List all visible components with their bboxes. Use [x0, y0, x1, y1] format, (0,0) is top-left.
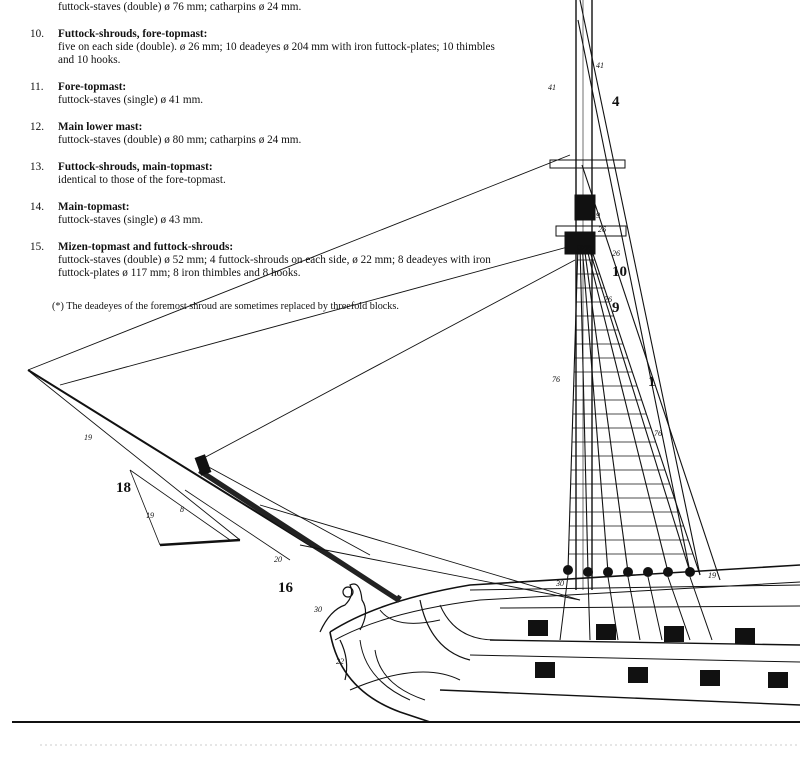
shrouds	[567, 0, 721, 581]
label-22: 22	[336, 657, 344, 666]
label-19-deck: 19	[708, 571, 716, 580]
legend-number: 11.	[30, 81, 44, 93]
legend-number: 10.	[30, 28, 44, 40]
label-4: 4	[612, 94, 620, 110]
legend-text: futtock-staves (double) ø 52 mm; 4 futto…	[58, 254, 491, 279]
legend-number: 15.	[30, 241, 44, 253]
label-30: 30	[313, 605, 322, 614]
chainplates	[559, 574, 713, 641]
label-9: 9	[612, 300, 620, 316]
legend-text: identical to those of the fore-topmast.	[58, 174, 226, 186]
legend-title: Mizen-topmast and futtock-shrouds:	[58, 241, 234, 253]
fore-mast	[549, 0, 627, 590]
label-18: 18	[116, 480, 131, 496]
label-19-jib: 19	[84, 433, 92, 442]
label-76-top: 76	[604, 295, 612, 304]
legend-text: futtock-staves (double) ø 80 mm; catharp…	[58, 134, 302, 146]
deadeyes	[563, 565, 695, 577]
legend-title: Fore-topmast:	[58, 81, 127, 93]
legend-text: five on each side (double). ø 26 mm; 10 …	[58, 41, 495, 66]
legend-text: futtock-staves (double) ø 76 mm; catharp…	[58, 1, 302, 13]
label-76-right: 76	[654, 429, 662, 438]
label-10: 10	[612, 264, 627, 280]
legend-title: Main-topmast:	[58, 201, 130, 213]
head-stays	[27, 154, 581, 601]
label-16: 16	[278, 580, 294, 596]
legend-title: Futtock-shrouds, main-topmast:	[58, 161, 213, 173]
legend-text: futtock-staves (single) ø 41 mm.	[58, 94, 204, 106]
legend-footnote: (*) The deadeyes of the foremost shroud …	[52, 301, 399, 312]
figurehead	[319, 583, 367, 681]
legend-number: 12.	[30, 121, 44, 133]
label-20: 20	[274, 555, 282, 564]
label-30-deck: 30	[555, 579, 564, 588]
legend-number: 13.	[30, 161, 44, 173]
legend-title: Main lower mast:	[58, 121, 143, 133]
legend-number: 14.	[30, 201, 44, 213]
label-8: 8	[180, 505, 184, 514]
hull	[329, 564, 800, 723]
label-1: 1	[648, 374, 656, 390]
legend-title: Futtock-shrouds, fore-topmast:	[58, 28, 208, 40]
label-41-right: 41	[596, 61, 604, 70]
ratlines	[568, 259, 693, 555]
legend-text: futtock-staves (single) ø 43 mm.	[58, 214, 204, 226]
label-19-boom: 19	[146, 511, 154, 520]
label-26-top: 26	[598, 225, 606, 234]
label-19-top: 19	[592, 211, 600, 220]
label-76-mid: 76	[552, 375, 560, 384]
label-26-side: 26	[612, 249, 620, 258]
bowsprit	[27, 369, 402, 603]
label-41-left: 41	[548, 83, 556, 92]
gunports	[528, 620, 788, 688]
